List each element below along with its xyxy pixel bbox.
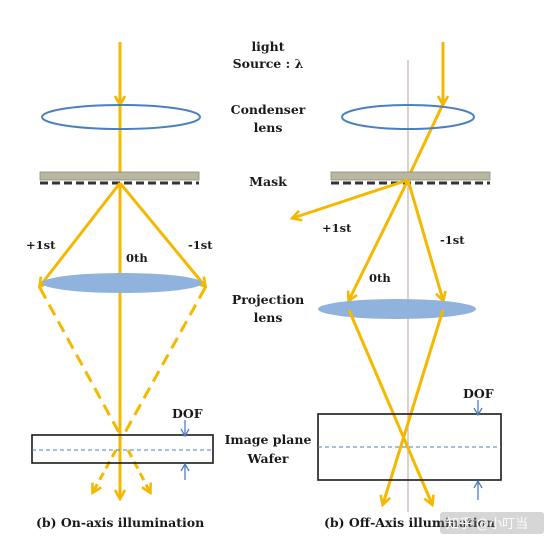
left-minus-first-dashed-below [126,449,150,492]
condenser-label-line1: Condenser [231,102,306,117]
right-minus-first-beam [406,179,443,300]
image-plane-label-line1: Image plane [225,432,312,447]
left-minus-first-beam [118,182,205,286]
left-projection-lens [42,273,202,293]
right-plus-first-beam [293,178,409,218]
left-plus-first-beam [40,182,122,286]
right-beam-through-condenser [406,103,445,179]
projection-label-line2: lens [254,310,283,325]
left-dof-label: DOF [172,406,203,421]
left-minus-first-label: -1st [188,238,213,252]
right-minus-first-beam-after-lens [383,309,445,504]
image-plane-label-line2: Wafer [247,451,289,466]
right-minus-first-label: -1st [440,233,465,247]
left-wafer-box [31,434,214,464]
right-zeroth-beam-after-lens [347,309,432,504]
watermark: 知乎 @小叮当 [440,512,544,534]
projection-label-line1: Projection [232,292,304,307]
left-plus-first-dashed-below [93,449,118,492]
left-condenser-lens [41,104,201,130]
left-zeroth-label: 0th [126,251,148,265]
left-plus-first-dashed [38,287,124,439]
right-zeroth-beam [349,179,410,300]
on-axis-panel: +1st 0th -1st DOF (b) On-axis illuminati… [26,42,214,530]
left-mask-plate [39,171,200,181]
mask-label: Mask [249,174,287,189]
right-zeroth-label: 0th [369,271,391,285]
component-labels: light Source : λ Condenser lens Mask Pro… [225,39,312,466]
light-source-label-line2: Source : λ [233,56,304,71]
right-dof-label: DOF [463,386,494,401]
watermark-text: 知乎 @小叮当 [446,516,528,532]
right-mask-plate [330,171,491,181]
right-projection-lens [318,299,476,319]
left-minus-first-dashed [120,287,207,439]
left-caption: (b) On-axis illumination [36,515,204,530]
right-condenser-lens [341,104,475,130]
light-source-label-line1: light [251,39,284,54]
off-axis-panel: +1st 0th -1st DOF (b) Off-Axis illuminat… [293,42,544,534]
left-plus-first-label: +1st [26,238,56,252]
condenser-label-line2: lens [254,120,283,135]
right-plus-first-label: +1st [322,221,352,235]
right-caption: (b) Off-Axis illumination [324,515,495,530]
